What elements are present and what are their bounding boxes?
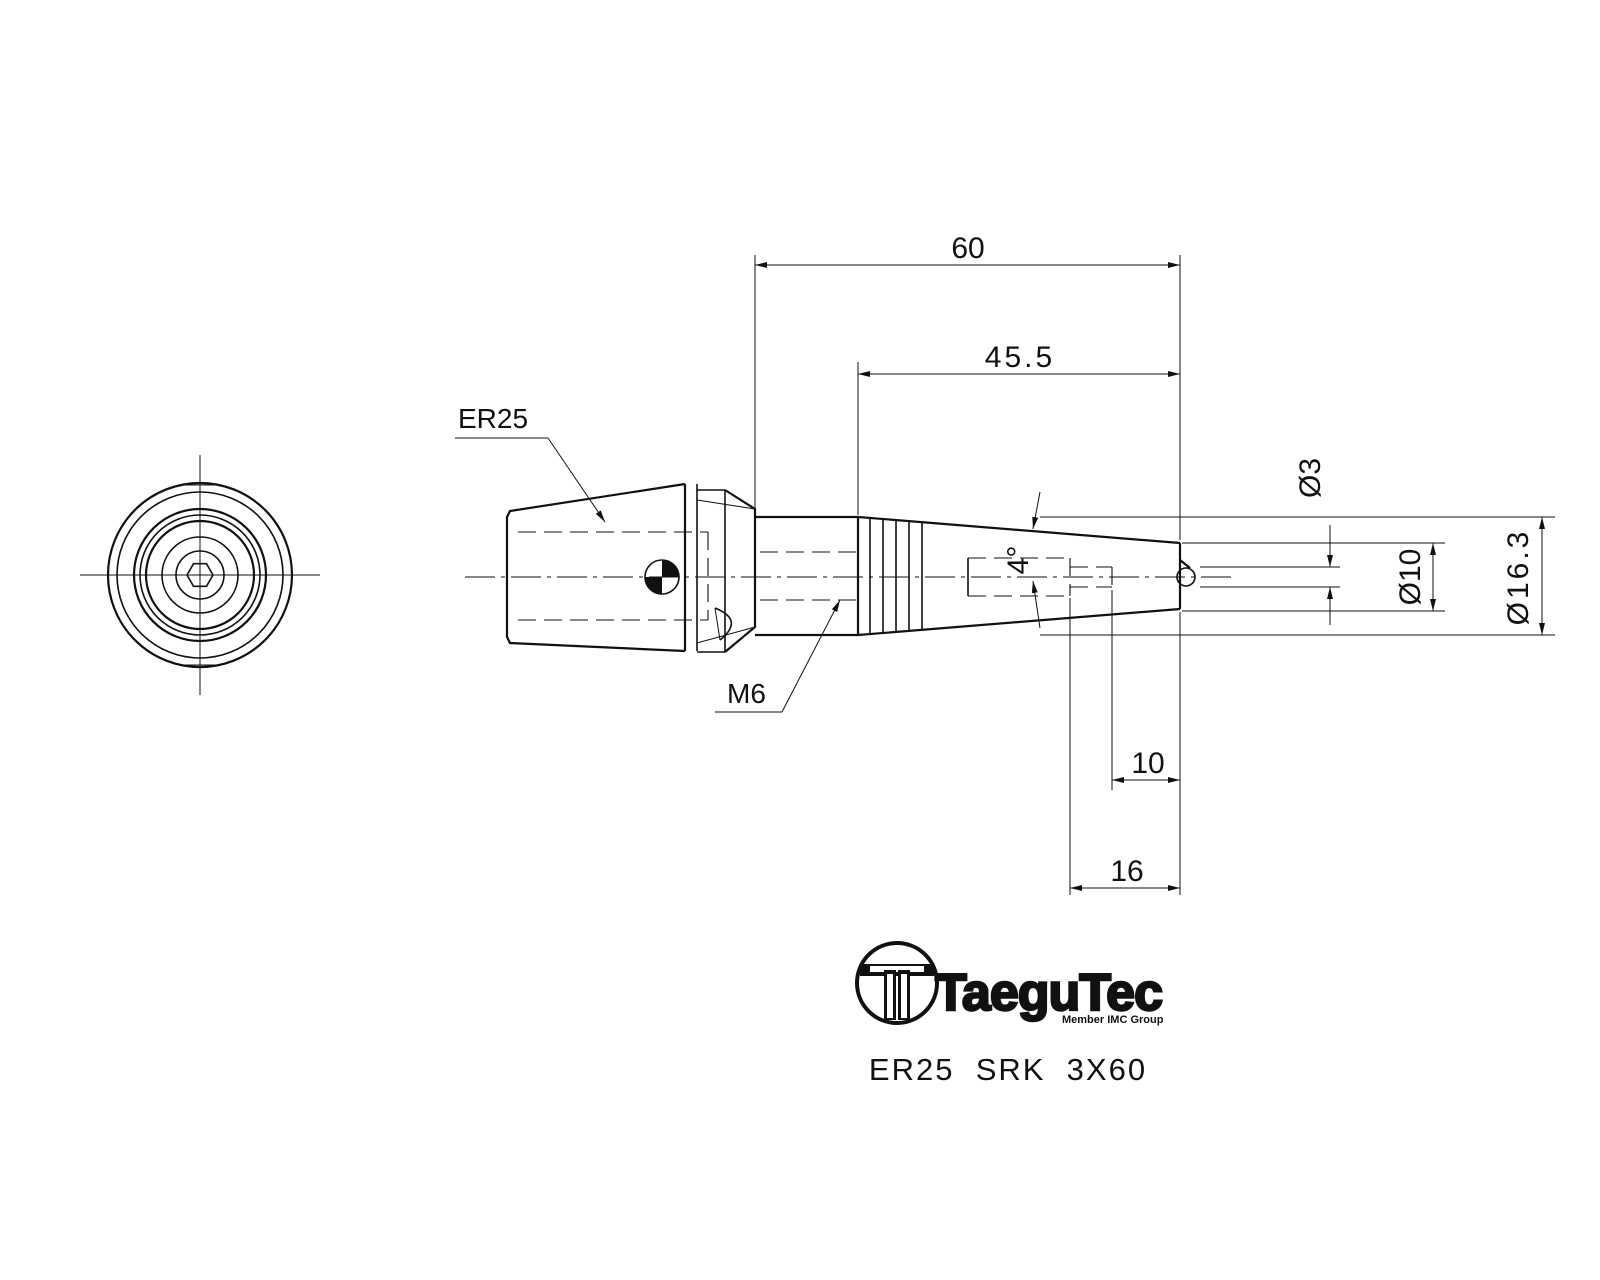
thread-label: M6: [727, 678, 766, 709]
dim-dia-small: Ø3: [1294, 458, 1327, 498]
dim-total-length: 60: [951, 232, 984, 265]
dim-dia-mid: Ø10: [1394, 549, 1427, 606]
leader-labels: ER25 M6: [455, 403, 841, 713]
dimensions: 60 45.5 4° 10 16 Ø3 Ø10 Ø16.3: [754, 232, 1555, 895]
dim-bore-depth: 16: [1110, 855, 1143, 888]
collet-label: ER25: [458, 403, 528, 434]
end-view: [80, 455, 320, 695]
part-number: ER25 SRK 3X60: [869, 1052, 1147, 1087]
dim-dia-large: Ø16.3: [1502, 529, 1535, 626]
brand-name: TaeguTec: [935, 964, 1162, 1022]
dim-tapered-length: 45.5: [985, 341, 1055, 374]
angle-label: 4°: [1002, 546, 1035, 575]
side-view: [465, 482, 1235, 653]
taegutec-logo: TaeguTec Member IMC Group: [855, 941, 1164, 1026]
dim-tip-length: 10: [1131, 747, 1164, 780]
brand-tagline: Member IMC Group: [1062, 1014, 1164, 1026]
